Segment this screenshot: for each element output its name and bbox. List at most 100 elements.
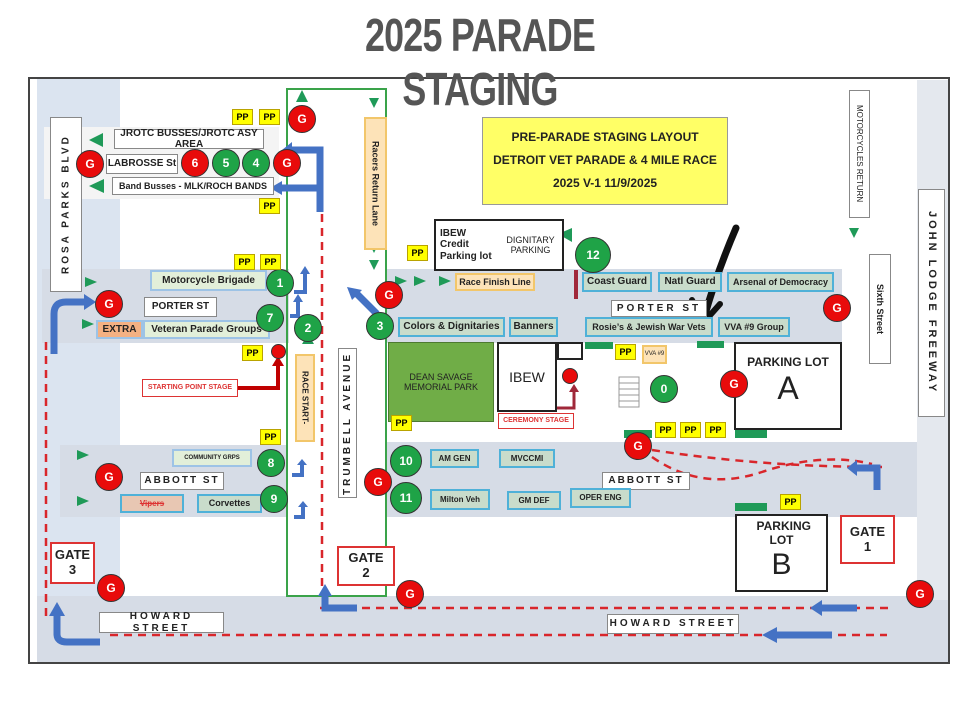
group-vva-9: VVA #9 Group <box>718 317 790 337</box>
group-oper-eng: OPER ENG <box>570 488 631 508</box>
pp-marker: PP <box>242 345 263 361</box>
info-box: PRE-PARADE STAGING LAYOUT DETROIT VET PAR… <box>482 117 728 205</box>
porter-st-label-right: PORTER ST <box>611 300 707 317</box>
group-gm-def: GM DEF <box>507 491 561 510</box>
ibew-annex <box>557 342 583 360</box>
band-busses-area: Band Busses - MLK/ROCH BANDS <box>112 177 274 195</box>
g-marker: G <box>95 463 123 491</box>
blue-arrow <box>50 298 84 354</box>
pp-marker: PP <box>615 344 636 360</box>
g-marker: G <box>95 290 123 318</box>
g-marker: G <box>720 370 748 398</box>
g-marker: G <box>288 105 316 133</box>
staging-number-1: 1 <box>266 269 294 297</box>
group-arsenal-of-democracy: Arsenal of Democracy <box>727 272 834 292</box>
blue-arrow <box>53 614 100 646</box>
parking-lot-b-label: PARKING LOT <box>756 519 811 547</box>
race-finish-line: Race Finish Line <box>455 273 535 291</box>
blue-arrow <box>294 507 305 519</box>
g-marker: G <box>624 432 652 460</box>
group-motorcycle-brigade: Motorcycle Brigade <box>150 270 267 291</box>
pp-marker: PP <box>391 415 412 431</box>
stairs-icon <box>618 376 640 408</box>
gate-1: GATE 1 <box>840 515 895 564</box>
g-marker: G <box>273 149 301 177</box>
gate-2: GATE 2 <box>337 546 395 586</box>
parking-lot-b-letter: B <box>771 547 792 581</box>
blue-arrow <box>354 291 380 317</box>
pp-marker: PP <box>407 245 428 261</box>
howard-st-label-left: HOWARD STREET <box>99 611 224 634</box>
pp-marker: PP <box>705 422 726 438</box>
staging-number-6: 6 <box>181 149 209 177</box>
pp-marker: PP <box>259 198 280 214</box>
group-rosies-jewish-war-vets: Rosie’s & Jewish War Vets <box>585 317 713 337</box>
group-milton-veh: Milton Veh <box>430 489 490 510</box>
staging-number-3: 3 <box>366 312 394 340</box>
motorcycles-return-label: MOTORCYCLES RETURN <box>849 90 870 218</box>
staging-map: PRE-PARADE STAGING LAYOUT DETROIT VET PAR… <box>28 77 950 664</box>
blue-arrow <box>290 302 300 318</box>
staging-number-12: 12 <box>575 237 611 273</box>
group-banners: Banners <box>509 317 558 337</box>
racers-return-lane: Racers Return Lane <box>364 117 387 250</box>
start-point-dot <box>271 344 286 359</box>
vva-9-small-box: VVA #9 <box>642 345 667 364</box>
g-marker: G <box>906 580 934 608</box>
page-title: 2025 PARADE STAGING <box>364 9 596 115</box>
group-mvccmi: MVCCMI <box>499 449 555 468</box>
g-marker: G <box>375 281 403 309</box>
g-marker: G <box>823 294 851 322</box>
blue-arrow <box>292 465 304 477</box>
pp-marker: PP <box>234 254 255 270</box>
group-extra: EXTRA <box>96 320 143 339</box>
ceremony-dot <box>562 368 578 384</box>
group-colors-dignitaries: Colors & Dignitaries <box>398 317 505 337</box>
group-corvettes: Corvettes <box>197 494 262 513</box>
pp-marker: PP <box>655 422 676 438</box>
staging-number-7: 7 <box>256 304 284 332</box>
dean-savage-memorial-park: DEAN SAVAGE MEMORIAL PARK <box>388 342 494 422</box>
gate-3: GATE 3 <box>50 542 95 584</box>
staging-number-9: 9 <box>260 485 288 513</box>
blue-arrow <box>857 464 881 490</box>
john-lodge-freeway-label: JOHN LODGE FREEWAY <box>918 189 945 417</box>
group-coast-guard: Coast Guard <box>582 272 652 292</box>
info-title: PRE-PARADE STAGING LAYOUT <box>511 130 699 145</box>
staging-number-11: 11 <box>390 482 422 514</box>
info-event: DETROIT VET PARADE & 4 MILE RACE <box>493 153 717 168</box>
info-version: 2025 V-1 11/9/2025 <box>552 175 658 190</box>
parking-lot-a-letter: A <box>777 369 799 406</box>
porter-st-label-left: PORTER ST <box>144 297 217 317</box>
trumbull-avenue-label: TRUMBELL AVENUE <box>338 348 357 498</box>
g-marker: G <box>97 574 125 602</box>
jrotc-area: JROTC BUSSES/JROTC ASY AREA <box>114 128 264 150</box>
group-veteran-parade: Veteran Parade Groups <box>143 320 270 339</box>
blue-arrow <box>321 594 357 612</box>
route-dashed <box>651 448 883 469</box>
g-marker: G <box>364 468 392 496</box>
g-marker: G <box>76 150 104 178</box>
group-am-gen: AM GEN <box>430 449 479 468</box>
race-start: RACE START- <box>295 354 315 442</box>
howard-st-label-right: HOWARD STREET <box>607 614 739 634</box>
group-vipers: Vipers <box>120 494 184 513</box>
pp-marker: PP <box>260 254 281 270</box>
sixth-street-label: Sixth Street <box>869 254 891 364</box>
ceremony-stage: CEREMONY STAGE <box>498 413 574 429</box>
ibew-credit-label: IBEW Credit Parking lot <box>440 227 492 262</box>
pp-marker: PP <box>259 109 280 125</box>
trumbull-staging-outline <box>286 88 387 597</box>
pp-marker: PP <box>260 429 281 445</box>
staging-number-4: 4 <box>242 149 270 177</box>
staging-number-10: 10 <box>390 445 422 477</box>
g-marker: G <box>396 580 424 608</box>
staging-number-2: 2 <box>294 314 322 342</box>
abbott-st-label-right: ABBOTT ST <box>602 472 690 490</box>
group-community: COMMUNITY GRPS <box>172 449 252 467</box>
group-natl-guard: Natl Guard <box>658 272 722 292</box>
blue-arrow <box>282 184 324 212</box>
